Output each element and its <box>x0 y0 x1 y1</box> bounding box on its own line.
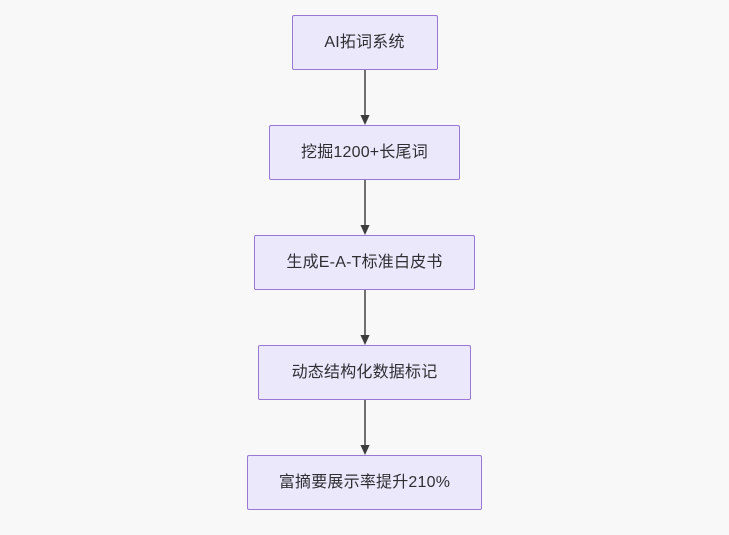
flowchart-connector-c4 <box>355 400 375 455</box>
arrow-down-icon <box>359 290 370 345</box>
flowchart-node-n3[interactable]: 生成E-A-T标准白皮书 <box>254 235 475 290</box>
flowchart-node-label: AI拓词系统 <box>324 33 405 51</box>
flowchart-connector-c3 <box>355 290 375 345</box>
flowchart-connector-c2 <box>355 180 375 235</box>
flowchart-node-n4[interactable]: 动态结构化数据标记 <box>258 345 471 400</box>
arrow-down-icon <box>359 70 370 125</box>
flowchart-node-n1[interactable]: AI拓词系统 <box>291 15 438 70</box>
flowchart-node-label: 生成E-A-T标准白皮书 <box>286 253 443 271</box>
flowchart-node-n5[interactable]: 富摘要展示率提升210% <box>247 455 482 510</box>
arrow-down-icon <box>359 400 370 455</box>
flowchart-node-label: 动态结构化数据标记 <box>291 363 438 381</box>
flowchart-connector-c1 <box>355 70 375 125</box>
flowchart-node-chain: AI拓词系统 挖掘1200+长尾词 生成E-A-T标准白皮书 <box>0 15 729 510</box>
arrow-down-icon <box>359 180 370 235</box>
flowchart-node-label: 富摘要展示率提升210% <box>278 473 451 491</box>
flowchart-node-n2[interactable]: 挖掘1200+长尾词 <box>269 125 460 180</box>
flowchart-node-label: 挖掘1200+长尾词 <box>301 143 428 161</box>
